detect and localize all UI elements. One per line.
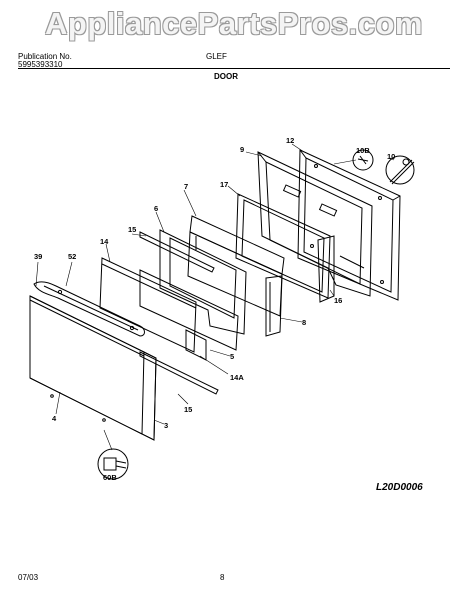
header-rule — [18, 68, 450, 69]
callout-15-upper: 15 — [128, 225, 136, 234]
part-60b-screw-inset — [97, 448, 129, 480]
model-number: GLEF — [206, 52, 227, 61]
callout-3: 3 — [164, 421, 168, 430]
callout-60b: 60B — [103, 473, 117, 482]
callout-52: 52 — [68, 252, 76, 261]
part-8-spacer — [265, 275, 283, 337]
part-4-outer-door-panel — [29, 295, 157, 441]
publication-number: 5995393310 — [18, 60, 63, 69]
callout-12: 12 — [286, 136, 294, 145]
callout-39: 39 — [34, 252, 42, 261]
callout-10b: 10B — [356, 146, 370, 155]
callout-8: 8 — [302, 318, 306, 327]
callout-10: 10 — [387, 152, 395, 161]
footer-date: 07/03 — [18, 573, 39, 582]
leader-lines — [35, 143, 395, 451]
part-5-insulation — [139, 269, 239, 361]
part-6-window-frame — [159, 229, 247, 335]
publication-label: Publication No. — [18, 52, 72, 61]
part-12-back-frame — [297, 149, 401, 301]
callout-14a: 14A — [230, 373, 244, 382]
callout-5: 5 — [230, 352, 234, 361]
part-10b-hinge-inset — [352, 149, 415, 185]
part-39-door-handle — [33, 281, 145, 337]
callout-labels: 12 9 10B 10 17 7 6 15 14 39 52 16 8 5 14… — [34, 136, 395, 482]
part-15-lower-trim — [139, 351, 219, 395]
diagram-code: L20D0006 — [376, 482, 423, 493]
callout-14: 14 — [100, 237, 109, 246]
callout-17: 17 — [220, 180, 228, 189]
section-title: DOOR — [214, 72, 238, 81]
callout-7: 7 — [184, 182, 188, 191]
footer-page-number: 8 — [220, 573, 225, 582]
callout-6: 6 — [154, 204, 158, 213]
part-14-outer-glass — [99, 257, 197, 353]
part-7-glass-pack — [187, 215, 285, 317]
part-9-door-liner — [257, 151, 373, 297]
callout-16: 16 — [334, 296, 342, 305]
callout-4: 4 — [52, 414, 57, 423]
callout-9: 9 — [240, 145, 244, 154]
watermark-logo: AppliancePartsPros.com — [45, 6, 423, 41]
callout-15-lower: 15 — [184, 405, 192, 414]
